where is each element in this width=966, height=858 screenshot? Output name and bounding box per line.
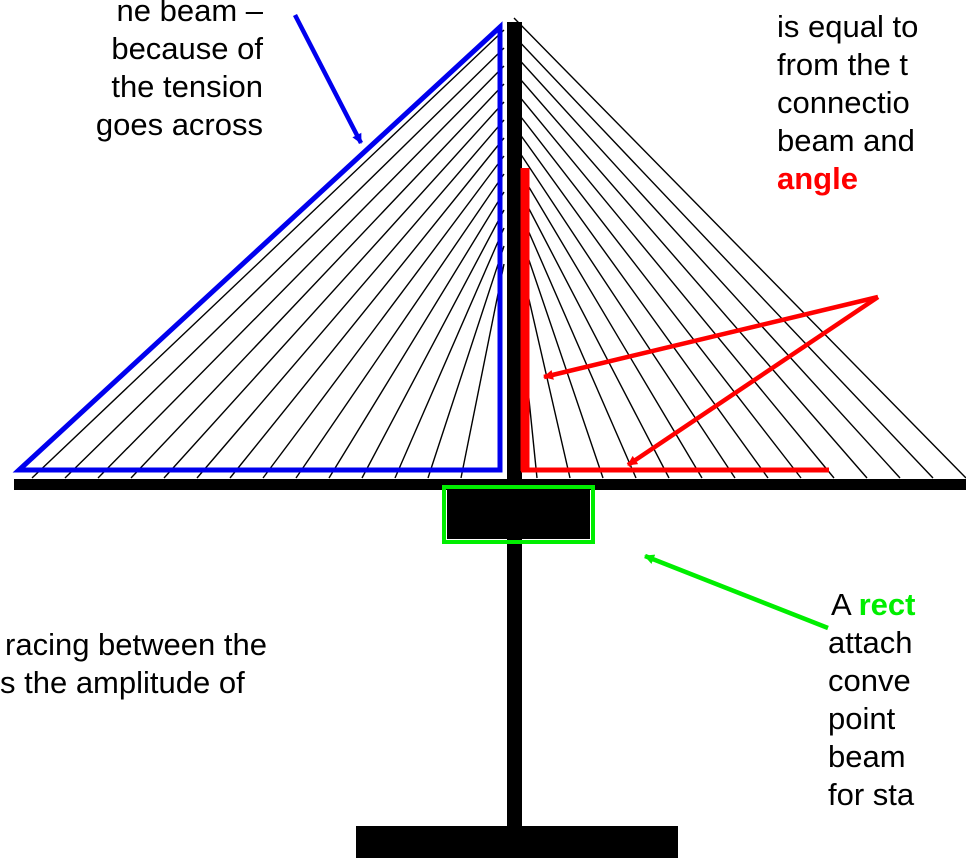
cable-line — [460, 263, 505, 479]
anchor-block — [447, 489, 590, 539]
label-left-top-line4: goes across — [95, 107, 263, 142]
label-left-top: ne beam – because of the tension goes ac… — [0, 0, 263, 144]
tower-base — [356, 826, 678, 858]
cable-line — [64, 47, 505, 479]
cable-line — [163, 101, 505, 479]
cable-line — [31, 29, 505, 479]
blue-triangle-outline — [12, 21, 503, 473]
label-left-top-line1: ne beam – — [116, 0, 264, 28]
label-left-top-line3: the tension — [111, 69, 263, 104]
cable-line — [513, 161, 703, 479]
blue-arrow — [293, 13, 363, 145]
cable-line — [513, 125, 769, 479]
label-right-top-line3: connectio — [777, 85, 910, 120]
cable-line — [394, 227, 505, 479]
label-right-bottom-line3: conve — [828, 663, 911, 698]
red-arrow-to-horizontal — [626, 295, 880, 467]
cable-line — [513, 179, 670, 479]
red-arrow-to-vertical — [543, 294, 879, 380]
cable-line — [328, 191, 505, 479]
label-right-bottom-prefix: A — [831, 587, 859, 622]
label-angle-emphasis: angle — [777, 161, 858, 196]
cable-line — [295, 173, 505, 479]
label-right-bottom: A rect attach conve point beam for sta — [828, 586, 915, 814]
label-right-bottom-line1: A rect — [831, 586, 915, 624]
label-left-bottom-line2: s the amplitude of — [0, 665, 245, 700]
cable-line — [513, 143, 736, 479]
cable-line — [513, 197, 637, 479]
green-arrow — [644, 553, 829, 631]
cable-line — [262, 155, 505, 479]
label-right-bottom-line6: for sta — [828, 777, 915, 812]
cable-line — [513, 53, 901, 479]
left-cables — [31, 29, 505, 479]
label-right-top-line2: from the t — [777, 47, 908, 82]
label-right-top-line4: beam and — [777, 123, 915, 158]
cable-line — [513, 107, 802, 479]
cable-line — [513, 35, 934, 479]
label-left-top-line2: because of — [111, 31, 263, 66]
label-right-bottom-line2: attach — [828, 625, 913, 660]
tower — [507, 22, 522, 840]
cable-line — [513, 17, 966, 479]
cable-line — [196, 119, 505, 479]
label-right-top-line1: is equal to — [777, 9, 919, 44]
green-highlight-box — [442, 485, 595, 544]
label-left-bottom-line1: racing between the — [5, 627, 267, 662]
cable-line — [361, 209, 505, 479]
label-right-bottom-line5: beam — [828, 739, 906, 774]
cable-line — [427, 245, 505, 479]
cable-line — [97, 65, 505, 479]
label-right-top: is equal to from the t connectio beam an… — [777, 8, 918, 198]
cable-line — [130, 83, 505, 479]
label-right-bottom-line4: point — [828, 701, 896, 736]
cable-line — [513, 71, 868, 479]
label-left-bottom: racing between the s the amplitude of — [0, 626, 267, 702]
cable-line — [513, 89, 835, 479]
deck-beam — [14, 479, 966, 490]
cable-line — [229, 137, 505, 479]
label-rect-emphasis: rect — [858, 587, 916, 622]
